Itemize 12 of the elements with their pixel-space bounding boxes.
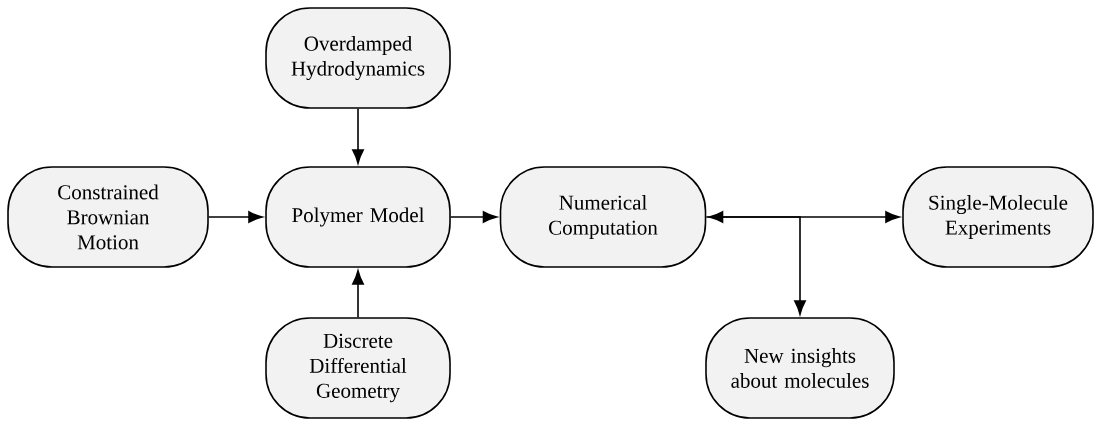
process-box: New insights about molecules [705,317,895,419]
process-box: Single-Molecule Experiments [902,166,1094,268]
process-box: Constrained Brownian Motion [7,166,209,268]
arrow [352,108,364,164]
arrow [450,211,498,223]
process-box: Polymer Model [265,166,451,268]
arrow [352,270,364,318]
process-box: Numerical Computation [499,166,707,268]
process-box: Overdamped Hydrodynamics [265,7,451,109]
arrow [208,211,263,223]
process-box: Discrete Differential Geometry [265,317,451,419]
arrow [705,216,806,315]
